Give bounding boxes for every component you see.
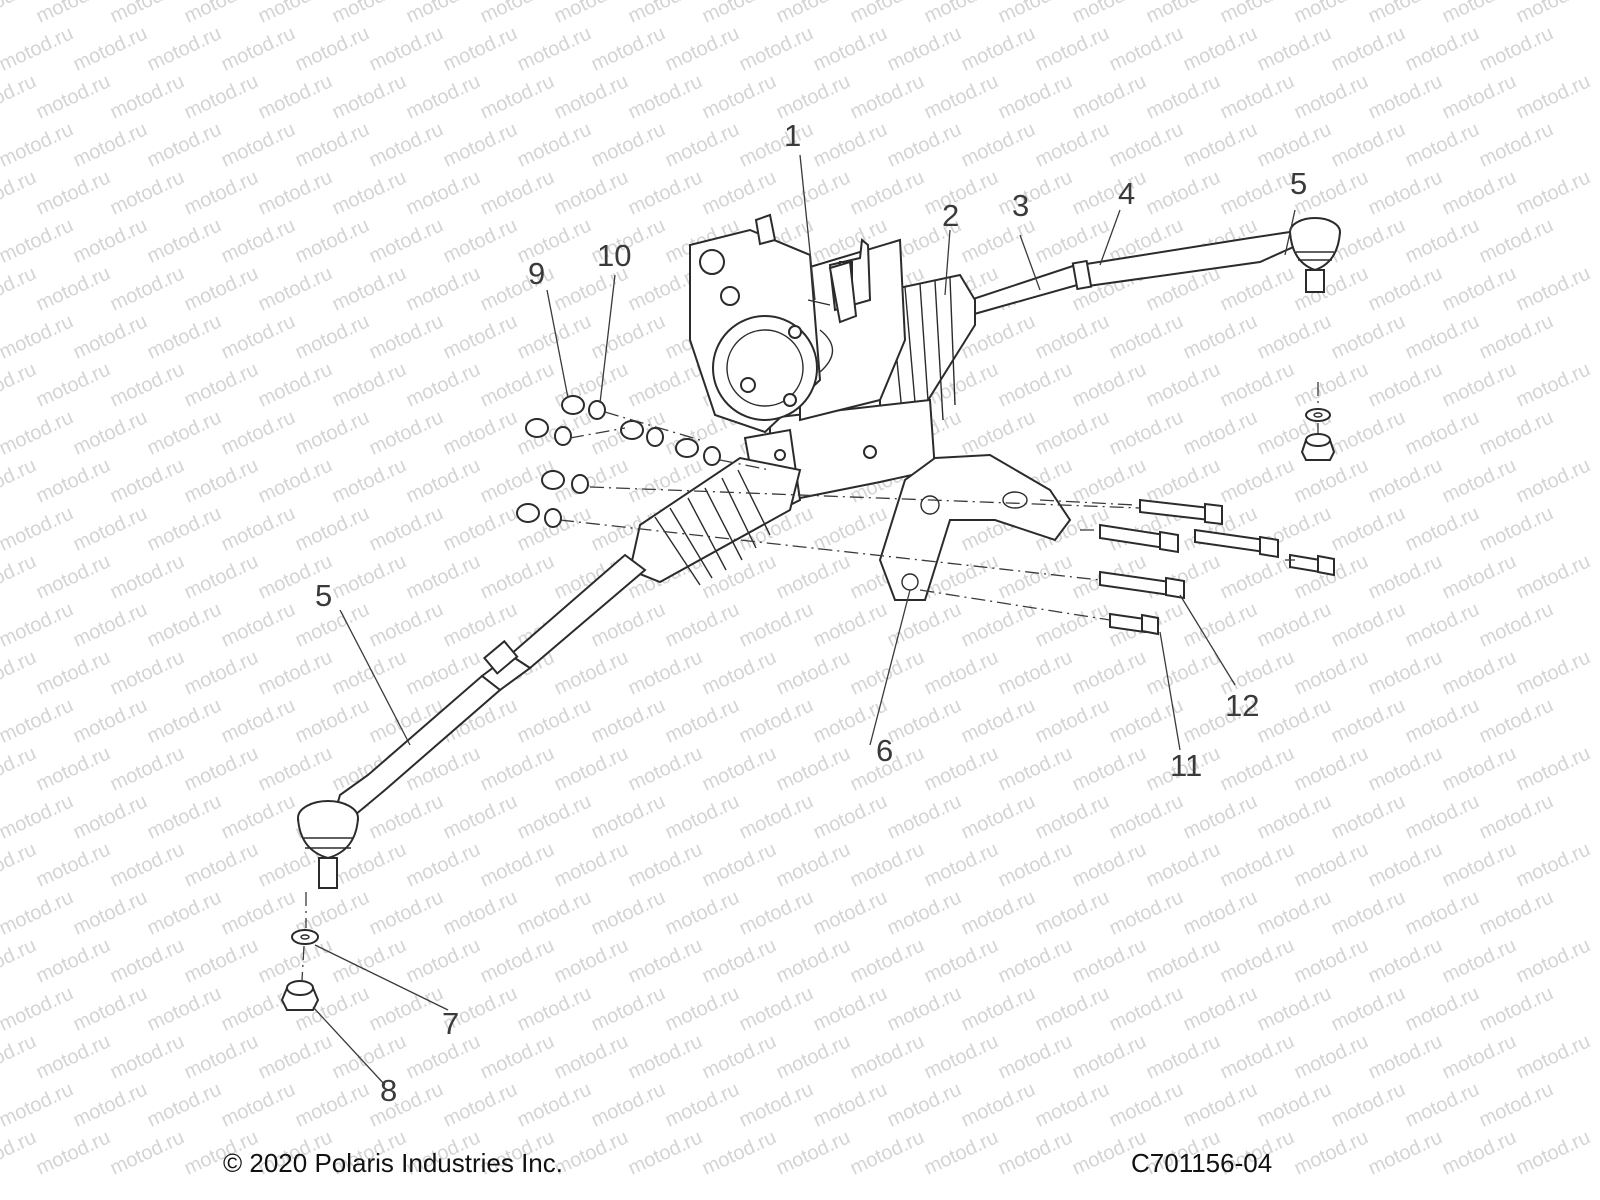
bolts [1099,498,1335,636]
callout-6: 6 [876,733,894,768]
eps-motor [689,213,858,434]
callout-5-right: 5 [1290,166,1308,201]
callout-11: 11 [1170,748,1203,783]
callout-1: 1 [784,118,802,153]
figure-id: C701156-04 [1131,1148,1273,1178]
alignment-lines [301,382,1319,981]
callout-5-left: 5 [315,578,333,613]
copyright-text: © 2020 Polaris Industries Inc. [223,1148,563,1178]
left-bellows [628,456,802,586]
right-washer-nut [1300,408,1336,461]
right-tie-rod [953,217,1341,320]
left-tie-rod [297,553,647,889]
callout-4: 4 [1118,176,1136,211]
callout-2: 2 [942,198,960,233]
nuts-washers [516,395,721,528]
callout-10: 10 [597,238,632,273]
callout-7: 7 [442,1006,460,1041]
callout-12: 12 [1225,688,1260,723]
callout-9: 9 [528,256,546,291]
left-washer-nut [280,929,320,1011]
callout-8: 8 [380,1073,398,1108]
mounting-bracket [878,453,1072,601]
leader-lines [312,154,1296,1086]
callout-3: 3 [1012,188,1030,223]
